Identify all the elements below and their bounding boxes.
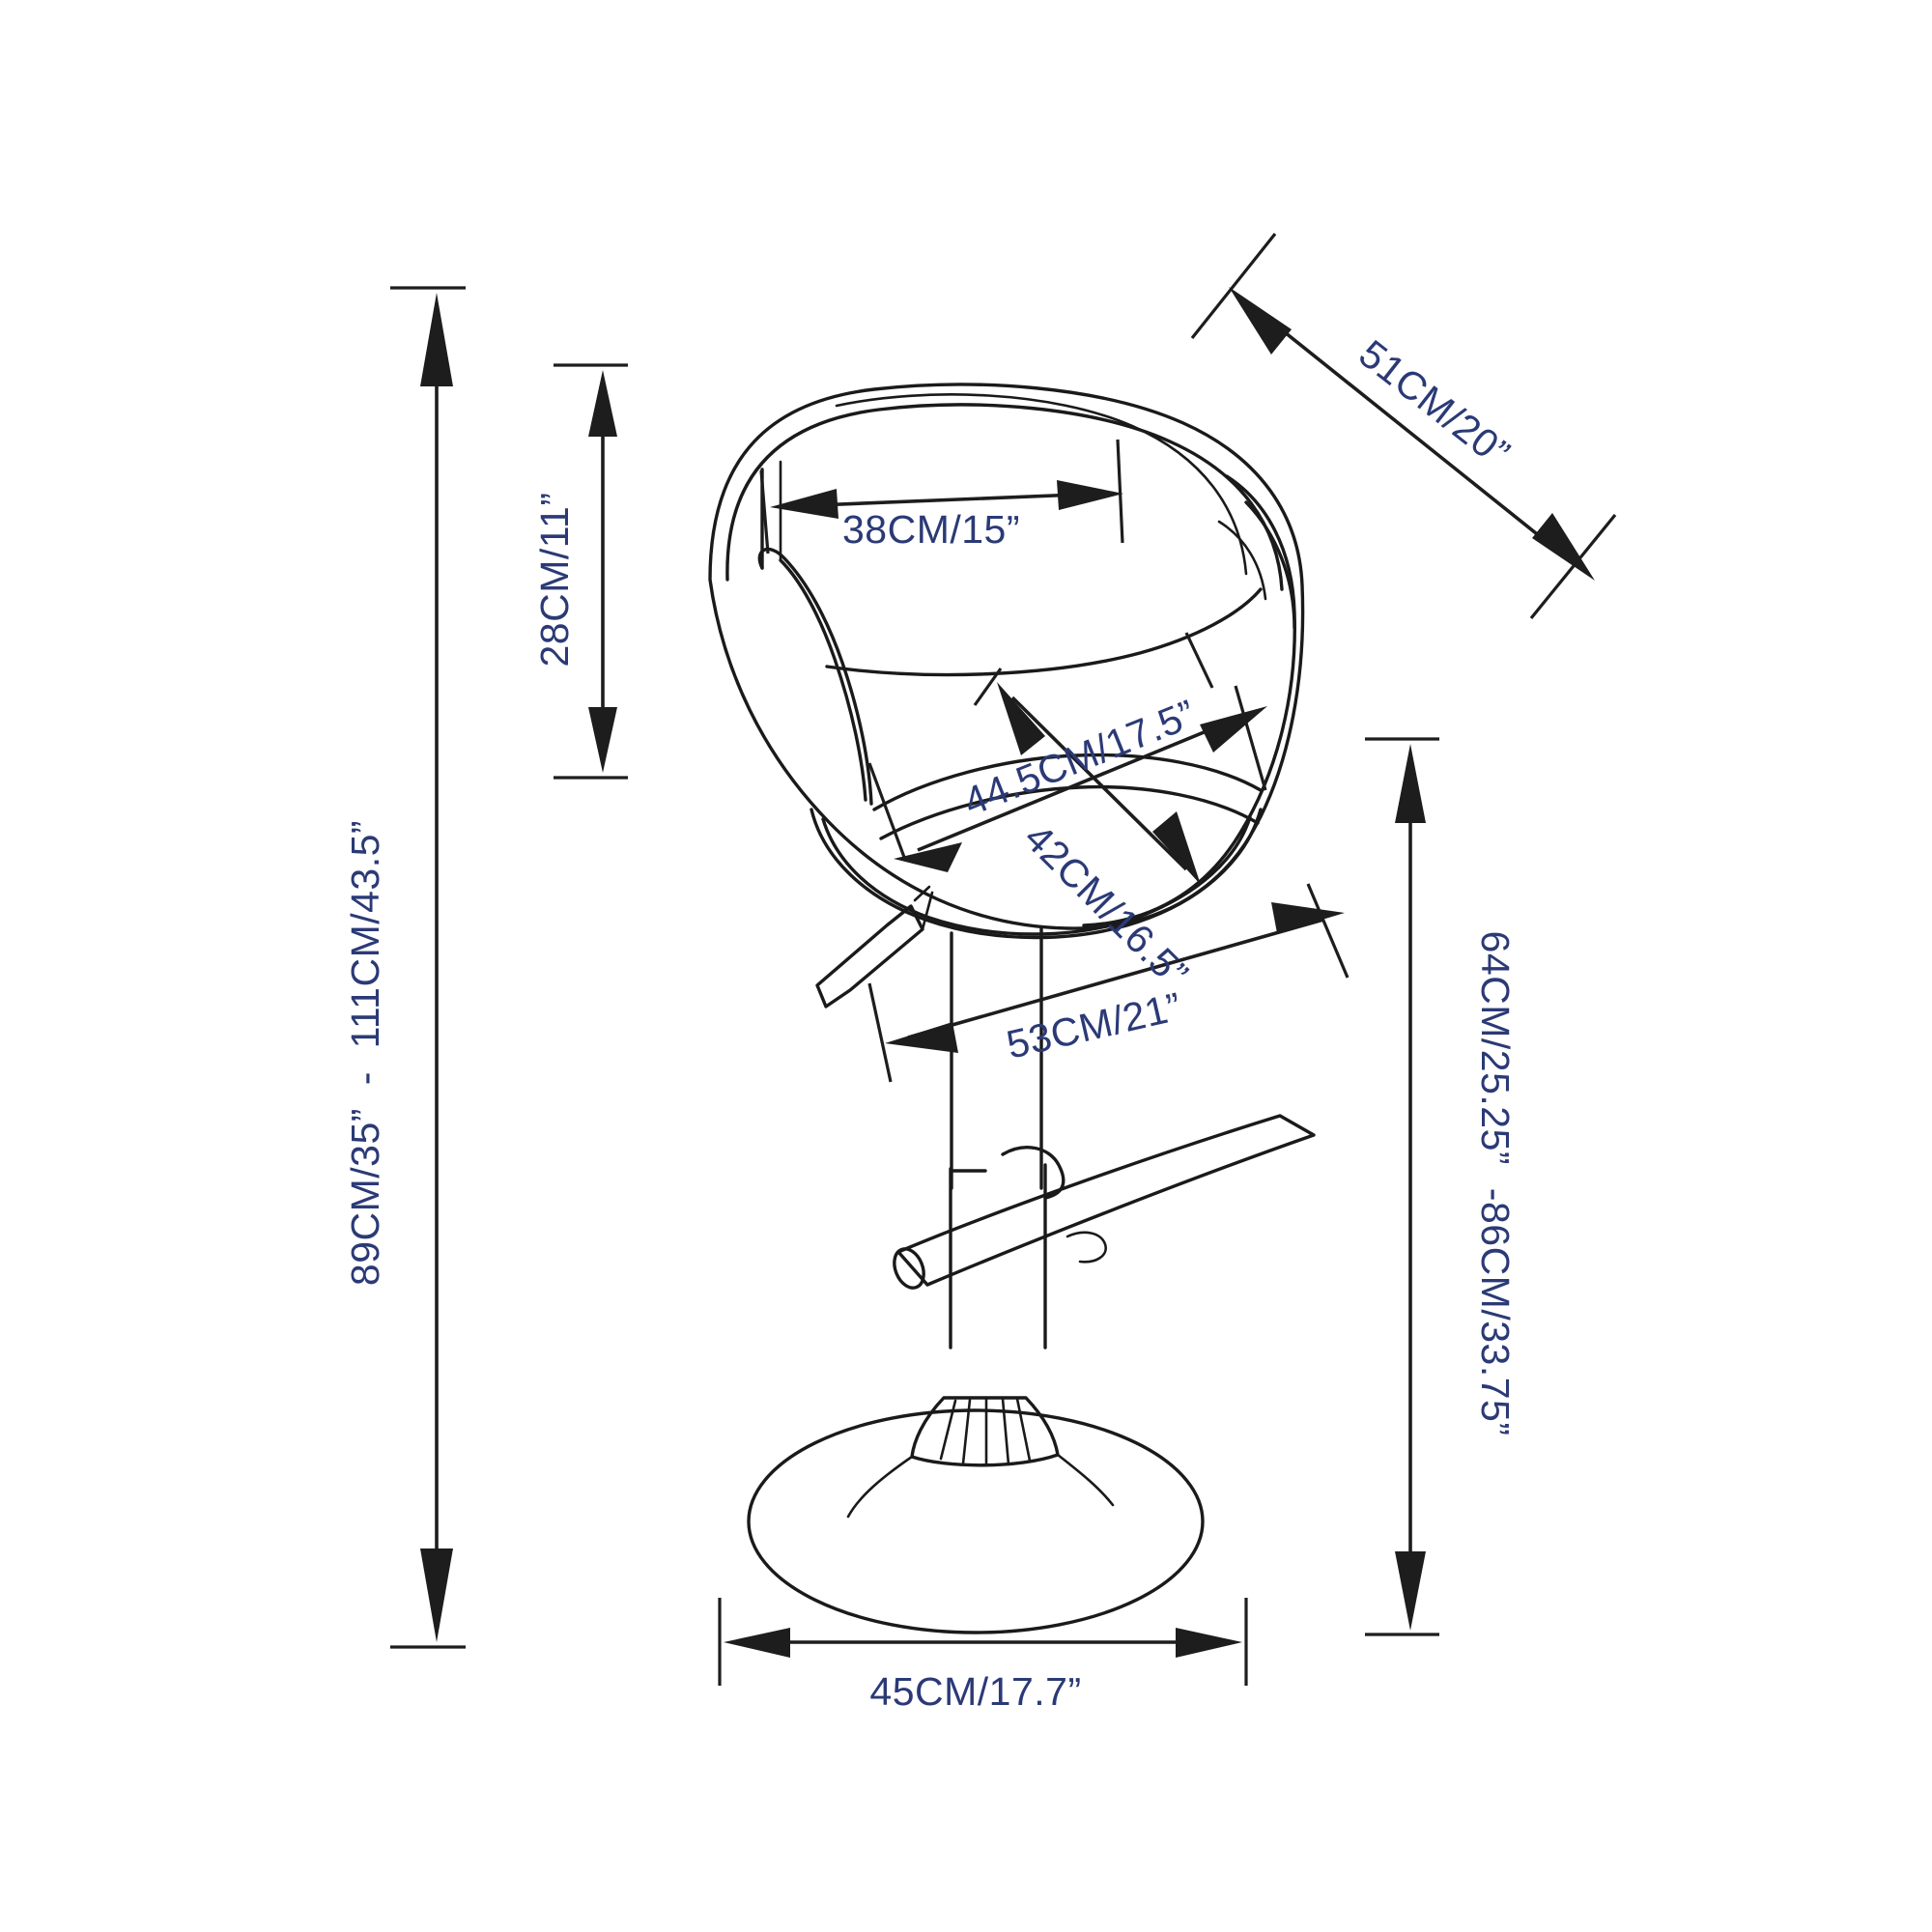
label-backrest-height: 28CM/11”	[532, 493, 577, 668]
backrest-inner-outline	[725, 403, 1284, 591]
diag-b-arrowhead-upper	[997, 682, 1045, 755]
depth-ext-lower	[1529, 513, 1617, 620]
base-hub-collar	[910, 1396, 1060, 1467]
right-shell-contour-inner	[1244, 500, 1296, 630]
lever-stem-2	[921, 891, 934, 931]
hub-flute-2	[961, 1398, 972, 1465]
dimension-footrest-span	[867, 883, 1350, 1083]
dimension-base-diameter	[718, 1598, 1248, 1686]
depth-arrowhead-upper	[1229, 287, 1292, 355]
hub-flute-4	[1001, 1397, 1010, 1466]
footrest-bar-body	[896, 1114, 1316, 1287]
seat-height-arrowhead-bottom	[1395, 1551, 1426, 1631]
label-overall-height: 89CM/35” - 111CM/43.5”	[343, 820, 387, 1286]
label-seat-diagonal-a: 44.5CM/17.5”	[957, 691, 1202, 824]
diag-a-line	[917, 713, 1247, 852]
depth-line	[1254, 307, 1572, 562]
footrest-bracket-upper	[1001, 1146, 1065, 1200]
footrest-ext-right	[1306, 883, 1350, 979]
overall-height-arrowhead-top	[420, 293, 453, 386]
hub-flute-1	[939, 1399, 957, 1461]
seat-width-line	[791, 492, 1102, 508]
left-arm-wing	[757, 547, 873, 806]
seat-width-ext-left	[759, 469, 770, 554]
pedestal-base-disc	[747, 1408, 1205, 1634]
diag-b-ext-upper-left	[973, 668, 1003, 706]
seat-width-arrowhead-left	[770, 489, 838, 519]
seat-height-arrowhead-top	[1395, 744, 1426, 823]
diag-b-line	[1010, 696, 1188, 871]
shell-outer-outline	[708, 383, 1305, 930]
label-seat-height: 64CM/25.25” -86CM/33.75”	[1473, 931, 1518, 1436]
lever-stem	[913, 885, 931, 902]
dimension-overall-height	[390, 286, 466, 1649]
left-arm-wing-inner	[779, 558, 867, 802]
footrest-ext-left	[867, 982, 893, 1083]
diag-b-arrowhead-lower	[1152, 811, 1201, 885]
seat-width-ext-right	[1116, 439, 1124, 544]
base-dia-arrowhead-left	[724, 1628, 790, 1658]
hub-flute-5	[1015, 1397, 1032, 1463]
footrest-span-line	[907, 918, 1324, 1039]
footrest-bracket-notch	[1065, 1231, 1107, 1264]
seat-cushion-lower	[879, 784, 1260, 840]
base-sweep-right	[1056, 1453, 1115, 1507]
backrest-lower-edge	[825, 587, 1263, 677]
label-seat-width: 38CM/15”	[842, 507, 1020, 552]
depth-ext-upper	[1190, 233, 1277, 339]
seat-width-arrowhead-right	[1057, 480, 1123, 510]
dimension-overall-depth	[1190, 233, 1617, 620]
seat-rim-inner	[821, 815, 1252, 936]
base-dia-arrowhead-right	[1176, 1628, 1242, 1658]
overall-height-arrowhead-bottom	[420, 1548, 453, 1642]
footrest-arrowhead-left	[885, 1022, 958, 1053]
diag-a-arrowhead-right	[1200, 706, 1267, 753]
dimension-seat-height	[1365, 737, 1439, 1636]
label-footrest-span: 53CM/21”	[1003, 984, 1186, 1067]
dimension-seat-width	[759, 439, 1124, 554]
base-sweep-left	[846, 1455, 914, 1519]
dimension-seat-diagonal-b	[973, 632, 1214, 885]
diag-a-ext-upper-right	[1234, 685, 1267, 791]
diag-a-ext-lower-left	[867, 762, 907, 861]
label-base-diameter: 45CM/17.7”	[869, 1669, 1081, 1714]
seat-rim-outer	[810, 808, 1263, 940]
right-arm-wing	[1217, 520, 1267, 601]
diag-b-ext-lower-right	[1184, 632, 1214, 689]
depth-arrowhead-lower	[1532, 513, 1595, 581]
footrest-bar-end-cap	[893, 1247, 925, 1290]
dimension-backrest-height	[554, 363, 628, 780]
backrest-height-arrowhead-bottom	[588, 707, 617, 773]
footrest-arrowhead-right	[1271, 902, 1345, 933]
seat-cushion-upper	[872, 753, 1263, 811]
diag-a-arrowhead-left	[894, 842, 962, 872]
chair-illustration	[708, 383, 1316, 1634]
backrest-height-arrowhead-top	[588, 370, 617, 437]
backrest-top-edge	[835, 393, 1248, 576]
right-shell-contour	[1082, 474, 1296, 927]
dimension-seat-diagonal-a	[867, 685, 1267, 872]
